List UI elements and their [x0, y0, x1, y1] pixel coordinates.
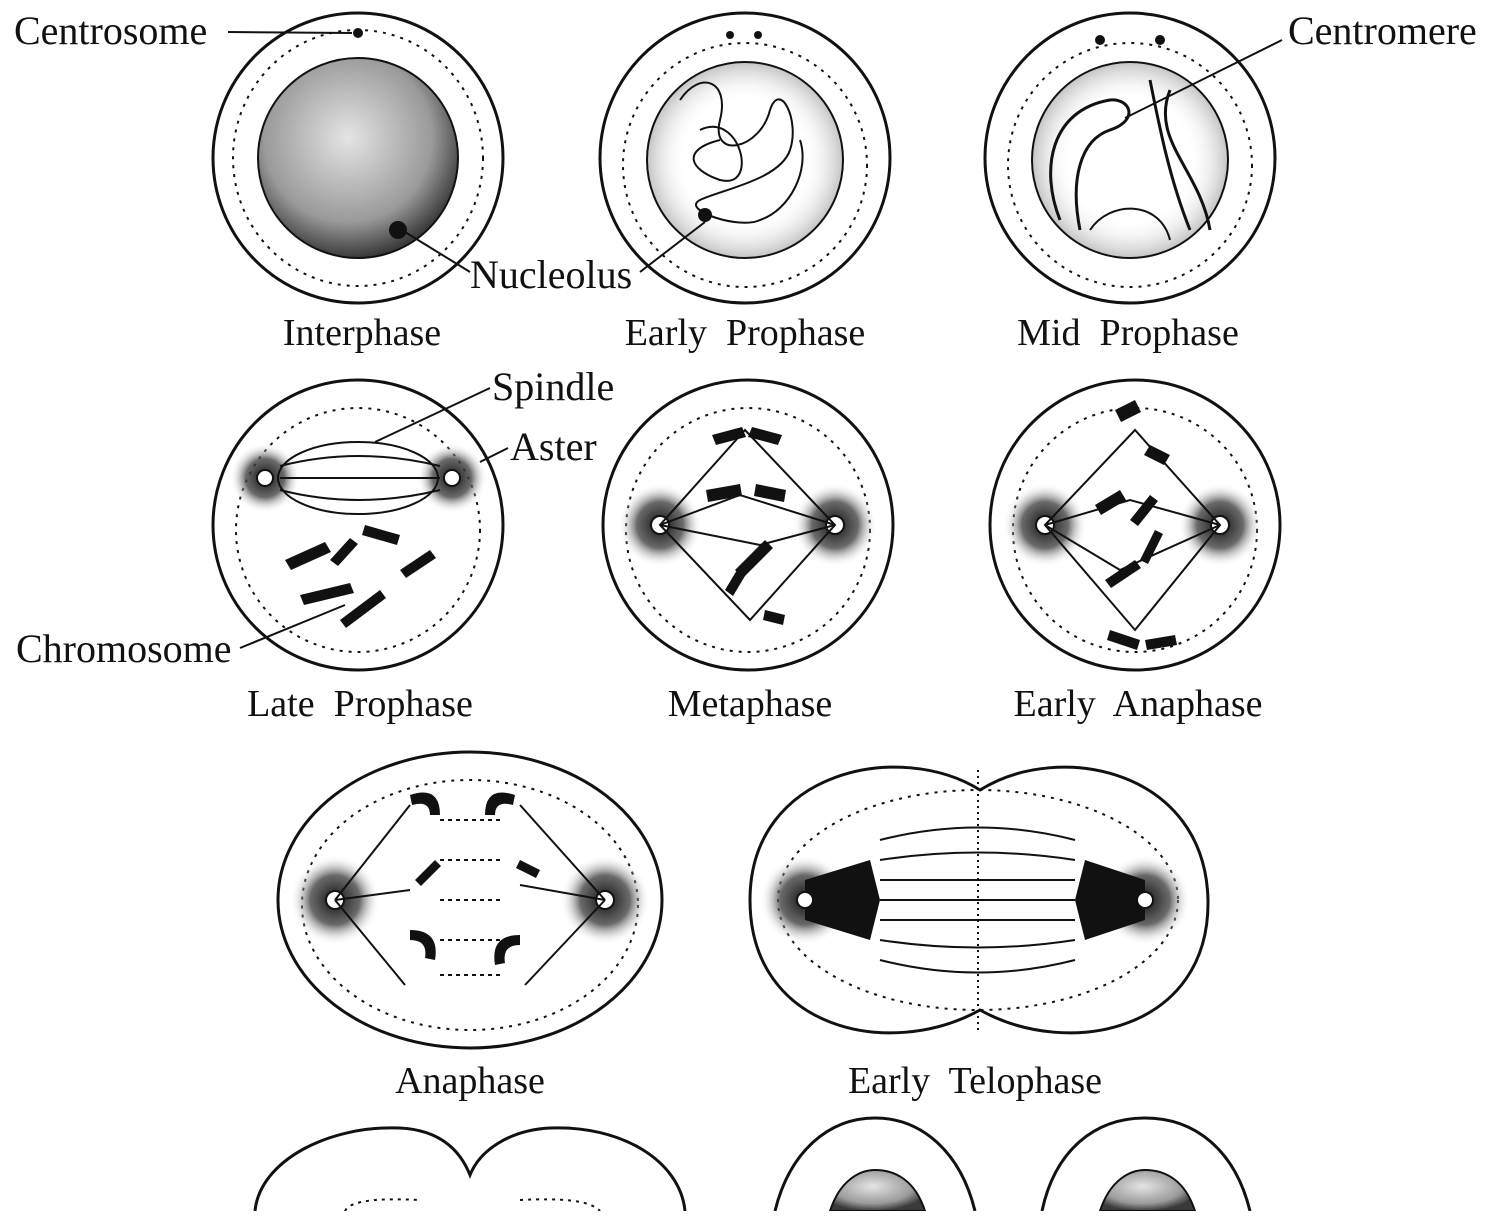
cell-late-prophase	[213, 380, 503, 670]
aster-label: Aster	[510, 424, 597, 469]
centrosome-label: Centrosome	[14, 8, 207, 53]
centrosome-dot	[353, 28, 363, 38]
spindle-label: Spindle	[492, 364, 614, 409]
nucleolus-label: Nucleolus	[470, 252, 632, 297]
cell-late-telophase	[255, 1128, 685, 1211]
cell-daughter-right	[1042, 1118, 1250, 1211]
caption-early-telophase: Early Telophase	[848, 1060, 1102, 1102]
cell-mid-prophase	[985, 13, 1275, 303]
caption-mid-prophase: Mid Prophase	[1017, 312, 1239, 354]
caption-late-prophase: Late Prophase	[247, 683, 473, 725]
cell-early-telophase	[750, 767, 1208, 1033]
cell-metaphase	[603, 380, 893, 670]
caption-early-prophase: Early Prophase	[625, 312, 866, 354]
cell-early-anaphase	[990, 380, 1280, 670]
centromere-label: Centromere	[1288, 8, 1477, 53]
cell-interphase	[213, 13, 503, 303]
caption-early-anaphase: Early Anaphase	[1013, 683, 1262, 725]
cell-daughter-left	[775, 1118, 975, 1211]
nucleolus-dot	[389, 221, 407, 239]
chromosome-label: Chromosome	[16, 626, 232, 671]
caption-interphase: Interphase	[283, 312, 441, 354]
caption-metaphase: Metaphase	[668, 683, 833, 725]
cell-anaphase	[278, 752, 662, 1048]
cell-early-prophase	[600, 13, 890, 303]
nucleus	[258, 58, 458, 258]
caption-anaphase: Anaphase	[395, 1060, 545, 1102]
